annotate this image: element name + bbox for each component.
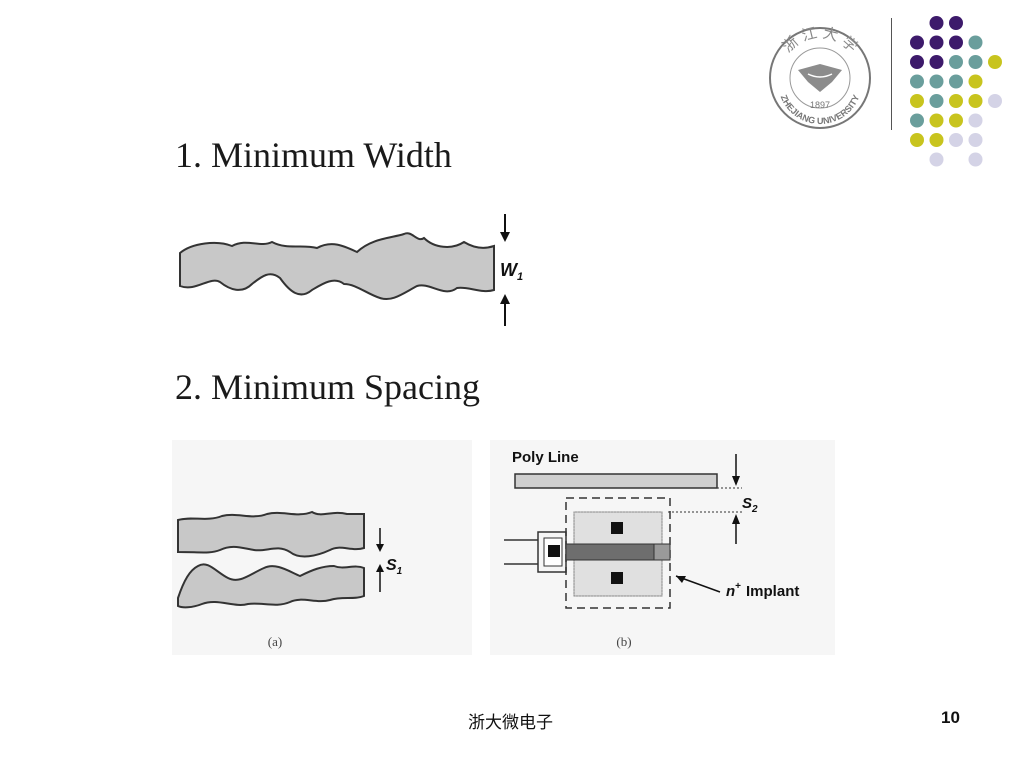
decorative-dot <box>949 55 963 69</box>
decorative-dot <box>910 94 924 108</box>
contact-square <box>611 522 623 534</box>
poly-line-label: Poly Line <box>512 449 579 466</box>
decorative-dot <box>968 74 983 89</box>
arrowhead-down-icon <box>376 544 384 552</box>
decorative-dot <box>949 35 963 50</box>
s1-label: S1 <box>386 557 403 577</box>
decorative-dot <box>910 55 924 69</box>
decorative-dot <box>929 152 944 167</box>
figure-minimum-width: W1 <box>172 208 552 336</box>
decorative-dot <box>968 94 983 108</box>
arrowhead-up-icon <box>500 294 510 304</box>
decorative-dot <box>929 74 944 89</box>
decorative-dot <box>968 55 983 69</box>
decorative-dot <box>929 113 944 128</box>
decorative-dot <box>949 133 963 147</box>
decorative-dot <box>910 35 924 50</box>
figure-spacing-b: Poly Line S2 n+Implant (b) <box>490 440 835 655</box>
decorative-dot <box>910 113 924 128</box>
decorative-dot <box>949 94 963 108</box>
seal-top-text: 浙 江 大 学 <box>779 25 860 56</box>
arrowhead-down-icon <box>500 232 510 242</box>
heading-minimum-width: 1. Minimum Width <box>175 135 452 175</box>
wire-shape-upper <box>177 510 365 558</box>
arrowhead-up-icon <box>732 514 740 524</box>
w1-label: W1 <box>500 260 523 283</box>
contact-square <box>548 545 560 557</box>
arrowhead-down-icon <box>732 476 740 486</box>
contact-square <box>611 572 623 584</box>
implant-label: n+Implant <box>726 581 799 600</box>
decorative-dot <box>988 55 1002 69</box>
footer-text: 浙大微电子 <box>468 713 553 733</box>
caption-a: (a) <box>268 634 282 649</box>
decorative-dot <box>910 74 924 89</box>
decorative-dot <box>988 94 1002 108</box>
decorative-dot <box>949 113 963 128</box>
decorative-dot <box>949 74 963 89</box>
university-logo: 浙 江 大 学 1897 ZHEJIANG UNIVERSITY <box>768 12 878 132</box>
logo-divider <box>891 18 892 130</box>
decorative-dot <box>929 133 944 147</box>
decorative-dot <box>968 133 983 147</box>
decorative-dot <box>929 55 944 69</box>
decorative-dot <box>949 16 963 30</box>
seal-graphic: 浙 江 大 学 1897 ZHEJIANG UNIVERSITY <box>769 25 871 129</box>
wire-shape-lower <box>177 563 365 609</box>
decorative-dot <box>929 35 944 50</box>
gate-poly <box>565 543 669 561</box>
caption-b: (b) <box>616 634 631 649</box>
dot-grid-graphic <box>910 16 1002 167</box>
decorative-dot <box>929 94 944 108</box>
seal-year: 1897 <box>810 100 830 110</box>
crest-icon <box>798 64 842 92</box>
page-number: 10 <box>941 708 960 727</box>
decorative-dot <box>910 133 924 147</box>
decorative-dot <box>968 152 983 167</box>
arrowhead-up-icon <box>376 564 384 572</box>
heading-minimum-spacing: 2. Minimum Spacing <box>175 367 480 407</box>
decorative-dot <box>968 35 983 50</box>
decorative-dot <box>929 16 944 30</box>
decorative-dot-grid <box>905 12 1005 167</box>
poly-line-bar <box>514 473 718 489</box>
figure-spacing-a: S1 (a) <box>172 440 472 655</box>
wire-shape <box>179 232 495 300</box>
decorative-dot <box>968 113 983 128</box>
s2-label: S2 <box>742 495 758 515</box>
